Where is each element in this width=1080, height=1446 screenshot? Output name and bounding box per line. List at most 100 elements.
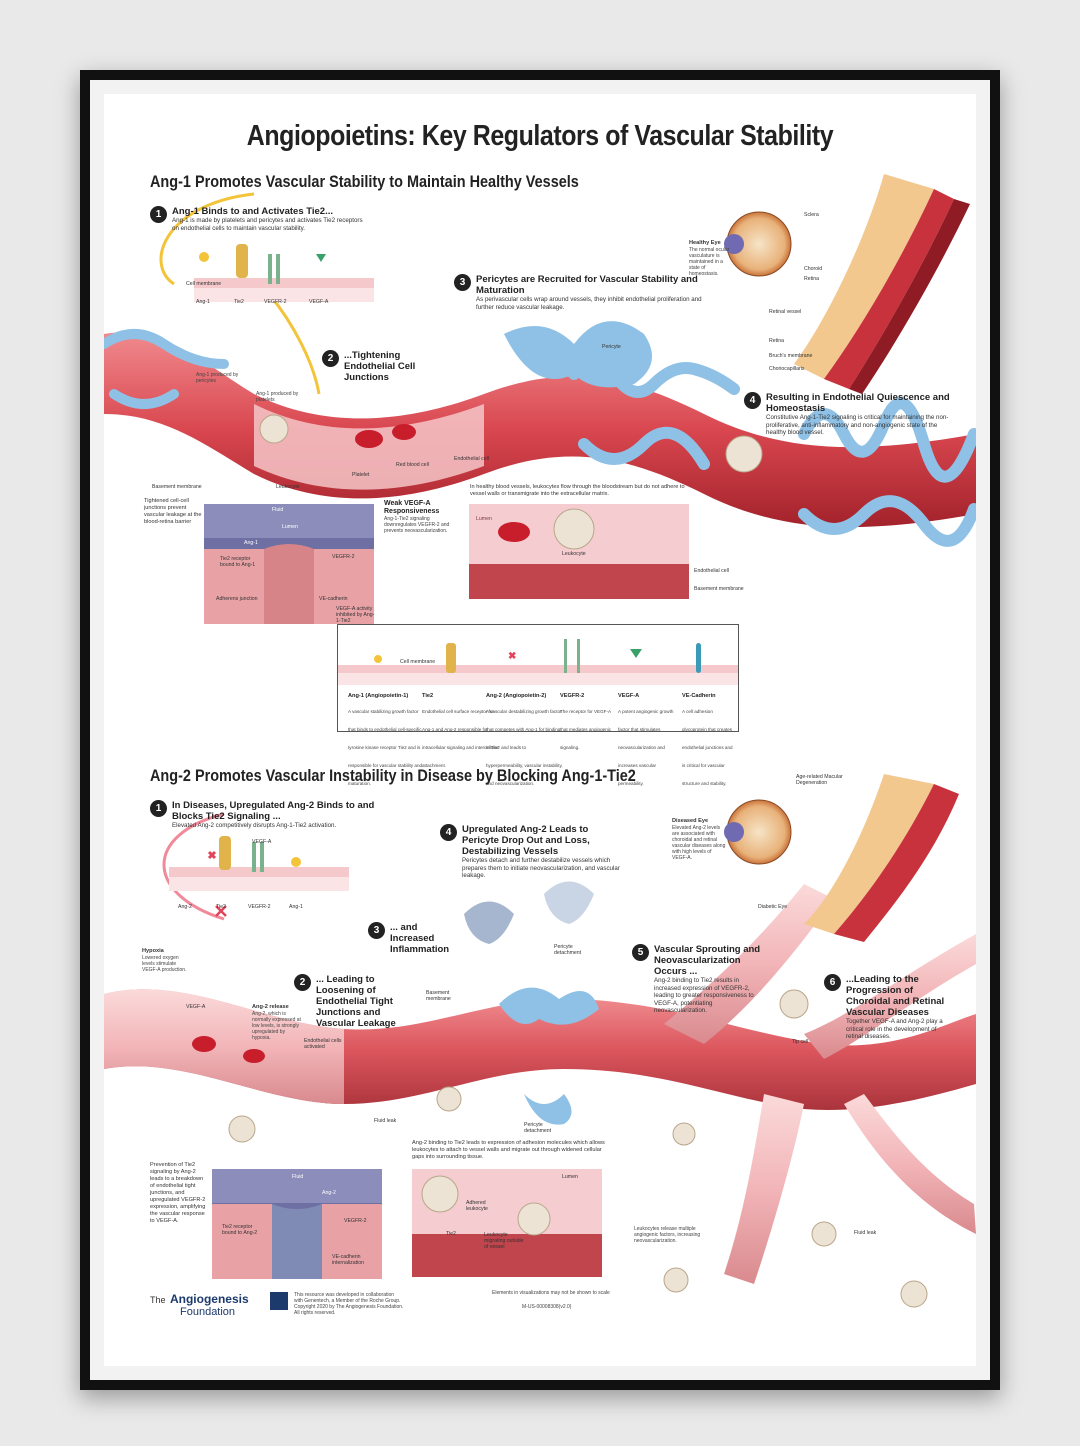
step-desc: Elevated Ang-2 competitively disrupts An…	[172, 822, 337, 829]
footer-code: M-US-00008308(v2.0)	[522, 1304, 572, 1310]
step-title: ...Leading to the Progression of Choroid…	[846, 974, 945, 1018]
step-number: 5	[632, 944, 649, 961]
label-basement-membrane-2: Basement membrane	[426, 990, 451, 1002]
ang2-receptor-row	[162, 812, 349, 921]
step-desc: Pericytes detach and further destabilize…	[462, 857, 620, 880]
ang2-release-callout: Ang-2 release Ang-2, which is normally e…	[252, 1004, 302, 1041]
label-red-blood-cell: Red blood cell	[396, 462, 429, 468]
label-vegfa-release: VEGF-A	[186, 1004, 206, 1010]
inset3-tie2: Tie2 receptor bound to Ang-2	[222, 1224, 258, 1236]
weak-vegfa-desc: Ang-1-Tie2 signaling downregulates VEGFR…	[384, 516, 450, 534]
tie2-icon	[446, 643, 456, 673]
inset4-lumen: Lumen	[562, 1174, 578, 1180]
healthy-vessel	[104, 321, 976, 547]
inset3-side-text: Prevention of Tie2 signaling by Ang-2 le…	[150, 1162, 206, 1224]
inset1-ang1: Ang-1	[244, 540, 258, 546]
step-desc: Ang-1 is made by platelets and pericytes…	[172, 217, 363, 232]
inset2-endothelial: Endothelial cell	[694, 568, 729, 574]
step-number: 4	[744, 392, 761, 409]
inset4-migrating: Leukocyte migrating outside of vessel	[484, 1232, 524, 1250]
s1-step4: 4 Resulting in Endothelial Quiescence an…	[744, 392, 954, 437]
s1-step2: 2 ...Tightening Endothelial Cell Junctio…	[322, 350, 422, 383]
step-title: Upregulated Ang-2 Leads to Pericyte Drop…	[462, 824, 590, 857]
vecadherin-icon	[696, 643, 701, 673]
diseased-eye-caption: Diseased Eye Elevated Ang-2 levels are a…	[672, 818, 728, 861]
inset3-vegfr2: VEGFR-2	[344, 1218, 367, 1224]
legend-item: Ang-2 (Angiopoietin-2)A vascular destabi…	[486, 693, 563, 786]
s2-step4: 4 Upregulated Ang-2 Leads to Pericyte Dr…	[440, 824, 620, 880]
legend-item: Ang-1 (Angiopoietin-1)A vascular stabili…	[348, 693, 423, 786]
label-cell-membrane: Cell membrane	[186, 281, 222, 287]
label-tip-cell: Tip cell	[792, 1039, 809, 1045]
step-number: 1	[150, 800, 167, 817]
inset3-ang2: Ang-2	[322, 1190, 336, 1196]
inset-leukocyte-migration-art	[412, 1169, 602, 1277]
vegfr2-icon	[564, 639, 580, 673]
label-vegfr2: VEGFR-2	[264, 299, 287, 305]
step-number: 3	[368, 922, 385, 939]
step-number: 1	[150, 206, 167, 223]
step-desc: Together VEGF-A and Ang-2 play a critica…	[846, 1018, 943, 1041]
label-amd: Age-related Macular Degeneration	[796, 774, 843, 786]
inset2-caption: In healthy blood vessels, leukocytes flo…	[470, 484, 685, 497]
footer-credit: This resource was developed in collabora…	[294, 1292, 404, 1316]
diseased-eye-desc: Elevated Ang-2 levels are associated wit…	[672, 825, 726, 861]
logo-sub: Foundation	[180, 1306, 236, 1318]
inset1-adherens: Adherens junction	[216, 596, 258, 602]
step-desc: Ang-2 binding to Tie2 results in increas…	[654, 977, 754, 1015]
inset2-basement: Basement membrane	[694, 586, 744, 592]
foundation-logo: The Angiogenesis Foundation	[150, 1290, 270, 1318]
inset-leukocyte-art	[469, 504, 689, 599]
label-fluid-leak-2: Fluid leak	[854, 1230, 877, 1236]
hypoxia-callout: Hypoxia Lowered oxygen levels stimulate …	[142, 948, 190, 973]
inset1-vecad: VE-cadherin	[319, 596, 348, 602]
ang1-arrow	[159, 192, 255, 286]
inset1-lumen: Lumen	[282, 524, 298, 530]
logo-mark-icon	[270, 1292, 288, 1310]
label-diabetic-eye: Diabetic Eye	[758, 904, 788, 910]
label-ang1-platelets: Ang-1 produced by platelets	[256, 391, 299, 403]
step-number: 4	[440, 824, 457, 841]
label-ang1: Ang-1	[196, 299, 210, 305]
hypoxia-desc: Lowered oxygen levels stimulate VEGF-A p…	[142, 955, 187, 973]
eye-label-retina: Retina	[804, 276, 819, 282]
inset1-side-text: Tightened cell-cell junctions prevent va…	[144, 498, 202, 525]
step-title: ... and Increased Inflammation	[390, 922, 450, 955]
label-leukocyte: Leukocyte	[276, 484, 300, 490]
eye-label-choroid: Choroid	[804, 266, 823, 272]
step-desc: Constitutive Ang-1-Tie2 signaling is cri…	[766, 414, 949, 437]
step-title: Vascular Sprouting and Neovascularizatio…	[654, 944, 761, 977]
inset1-vegfa: VEGF-A activity inhibited by Ang-1-Tie2	[336, 606, 375, 624]
ang2-label-tie2: Tie2	[216, 904, 226, 910]
ang2-label-vegfa: VEGF-A	[252, 839, 272, 845]
s2-step3: 3 ... and Increased Inflammation	[368, 922, 450, 955]
eye-label-sclera: Sclera	[804, 212, 819, 218]
eye-title: Healthy Eye	[689, 240, 721, 246]
diseased-eye-title: Diseased Eye	[672, 818, 709, 824]
label-pericyte: Pericyte	[602, 344, 621, 350]
label-ang1-pericytes: Ang-1 produced by pericytes	[196, 372, 239, 384]
inset4-adhered: Adhered leukocyte	[466, 1200, 488, 1212]
inset4-caption: Ang-2 binding to Tie2 leads to expressio…	[412, 1140, 605, 1160]
step-desc: As perivascular cells wrap around vessel…	[476, 296, 702, 311]
label-platelet: Platelet	[352, 472, 370, 478]
healthy-eye-diagram	[724, 174, 970, 394]
s1-step1: 1 Ang-1 Binds to and Activates Tie2... A…	[150, 206, 370, 232]
label-fluid-leak: Fluid leak	[374, 1118, 397, 1124]
label-pericyte-detachment: Pericyte detachment	[554, 944, 582, 956]
ang2-release-title: Ang-2 release	[252, 1004, 289, 1010]
illustration-layer	[104, 174, 976, 1308]
step-title: Ang-1 Binds to and Activates Tie2...	[172, 206, 334, 217]
step-title: ... Leading to Loosening of Endothelial …	[316, 974, 396, 1029]
diseased-vessel	[104, 881, 976, 1308]
weak-vegfa-title: Weak VEGF-A Responsiveness	[384, 500, 440, 515]
inset-ang2-junction-art	[212, 1169, 382, 1279]
label-endothelial-cell: Endothelial cell	[454, 456, 489, 462]
inset1-tie2: Tie2 receptor bound to Ang-1	[220, 556, 256, 568]
inset2-leukocyte: Leukocyte	[562, 551, 586, 557]
inset1-vegfr2: VEGFR-2	[332, 554, 355, 560]
label-basement-membrane: Basement membrane	[152, 484, 202, 490]
